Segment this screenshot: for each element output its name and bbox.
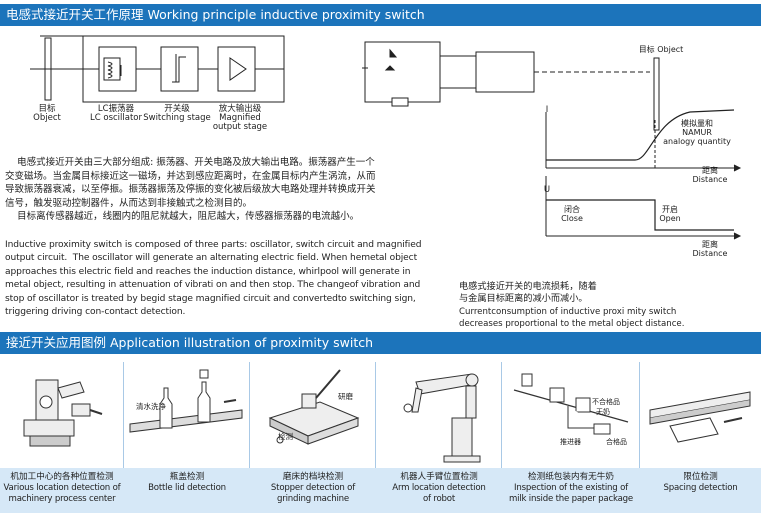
bottle-tag: 清水洗净 xyxy=(136,402,166,411)
app-cell-robot xyxy=(376,362,502,468)
robot-illustration xyxy=(403,373,481,463)
target-object xyxy=(653,57,660,131)
app-cell-grinding: 研磨 检测 xyxy=(250,362,376,468)
bottle-illustration xyxy=(129,369,243,433)
good-tag: 合格品 xyxy=(606,438,627,446)
no-milk-tag: 无奶 xyxy=(596,408,610,416)
sensor-body xyxy=(439,55,477,89)
grinding-illustration xyxy=(268,369,360,445)
sensor-head xyxy=(475,51,535,93)
section-header-principle: 电感式接近开关工作原理 Working principle inductive … xyxy=(0,4,761,26)
description-cn: 电感式接近开关由三大部分组成: 振荡器、开关电路及放大输出电路。振荡器产生一个交… xyxy=(5,157,376,223)
grinding-tag: 研磨 xyxy=(338,392,353,401)
description-en: Inductive proximity switch is composed o… xyxy=(5,239,422,318)
i-axis-label: I xyxy=(545,105,549,115)
resistor xyxy=(391,97,409,107)
bad-tag: 不合格品 xyxy=(592,398,620,406)
milk-illustration xyxy=(513,373,629,435)
section-header-application: 接近开关应用图例 Application illustration of pro… xyxy=(0,332,761,354)
caption-strip xyxy=(0,468,761,513)
machining-illustration xyxy=(23,379,103,447)
graph-caption: 电感式接近开关的电流损耗，随着与金属目标距离的减小而减小。Currentcons… xyxy=(459,280,685,330)
app-cell-milk: 不合格品 无奶 推进器 合格品 xyxy=(502,362,640,468)
u-axis-label: U xyxy=(543,185,551,195)
detect-tag: 检测 xyxy=(278,432,293,441)
target-label: 目标 Object xyxy=(638,45,684,54)
amplifier-block xyxy=(217,46,256,92)
app-cell-spacing xyxy=(640,362,761,468)
app-cell-machining xyxy=(0,362,124,468)
push-tag: 推进器 xyxy=(560,438,581,446)
spacing-illustration xyxy=(649,391,751,443)
app-cell-bottle: 清水洗净 xyxy=(124,362,250,468)
